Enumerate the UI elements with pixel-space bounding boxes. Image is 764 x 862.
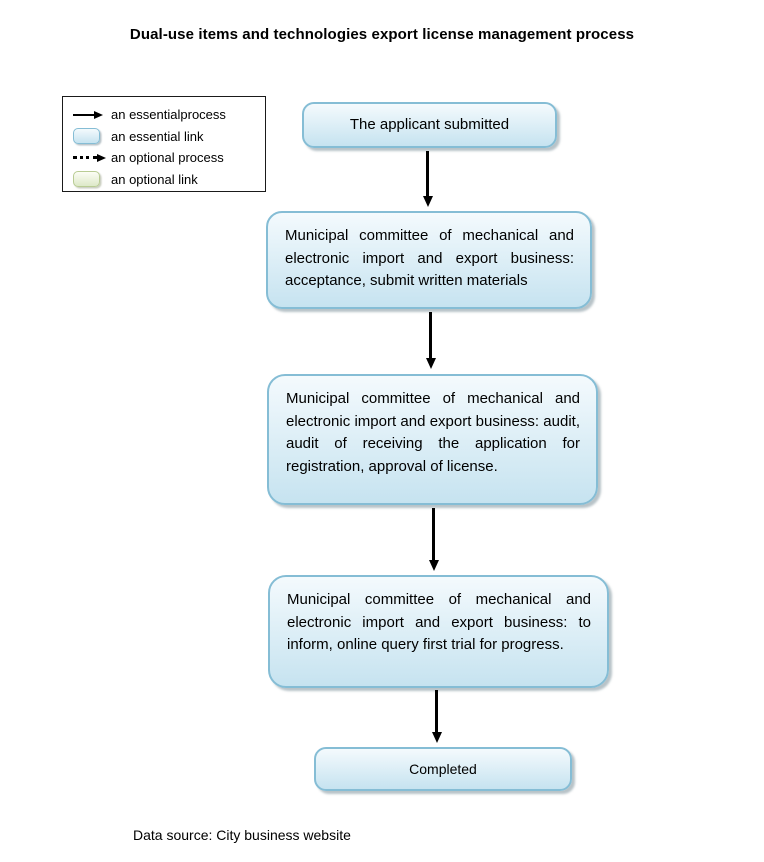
dotted-arrow-icon bbox=[73, 153, 111, 162]
data-source-caption: Data source: City business website bbox=[133, 827, 351, 843]
flow-arrow-1-icon bbox=[422, 151, 433, 207]
legend-box: an essentialprocess an essential link an… bbox=[62, 96, 266, 192]
legend-label: an essentialprocess bbox=[111, 107, 226, 123]
legend-item-optional-process: an optional process bbox=[63, 147, 265, 169]
flow-arrow-2-icon bbox=[425, 312, 436, 369]
flow-arrow-3-icon bbox=[428, 508, 439, 571]
flow-arrow-4-icon bbox=[431, 690, 442, 743]
flow-node-applicant-submitted: The applicant submitted bbox=[302, 102, 557, 148]
optional-link-swatch-icon bbox=[73, 171, 111, 188]
legend-label: an optional process bbox=[111, 150, 224, 166]
solid-arrow-icon bbox=[73, 110, 111, 119]
flow-node-acceptance: Municipal committee of mechanical and el… bbox=[266, 211, 592, 309]
legend-label: an essential link bbox=[111, 128, 204, 144]
essential-link-swatch-icon bbox=[73, 128, 111, 145]
legend-item-essential-link: an essential link bbox=[63, 126, 265, 148]
legend-item-optional-link: an optional link bbox=[63, 169, 265, 191]
flow-node-audit: Municipal committee of mechanical and el… bbox=[267, 374, 598, 505]
legend-label: an optional link bbox=[111, 171, 198, 187]
flow-node-inform: Municipal committee of mechanical and el… bbox=[268, 575, 609, 688]
flow-node-completed: Completed bbox=[314, 747, 572, 791]
page-title: Dual-use items and technologies export l… bbox=[129, 26, 635, 43]
legend-item-essential-process: an essentialprocess bbox=[63, 104, 265, 126]
